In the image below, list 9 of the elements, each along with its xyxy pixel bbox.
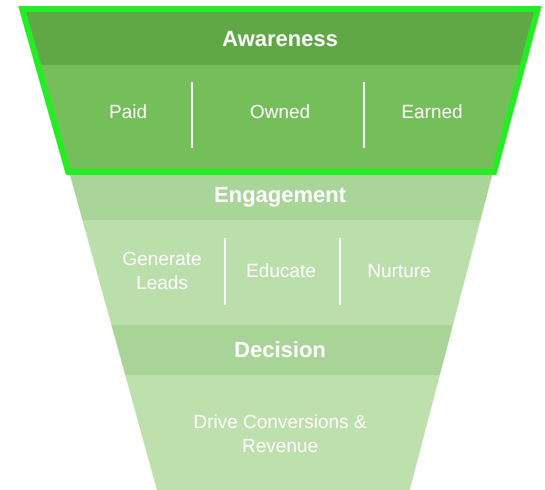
segment-label: Earned xyxy=(387,101,477,125)
segment-label: Owned xyxy=(230,101,330,125)
stage-title: Engagement xyxy=(214,182,346,208)
segment-label: Educate xyxy=(231,260,331,284)
stage-title: Decision xyxy=(234,337,326,363)
stage-title: Awareness xyxy=(222,26,338,52)
segment-label: Paid xyxy=(88,101,168,125)
segment-label: Nurture xyxy=(349,260,449,284)
segment-label: Generate Leads xyxy=(107,248,217,296)
